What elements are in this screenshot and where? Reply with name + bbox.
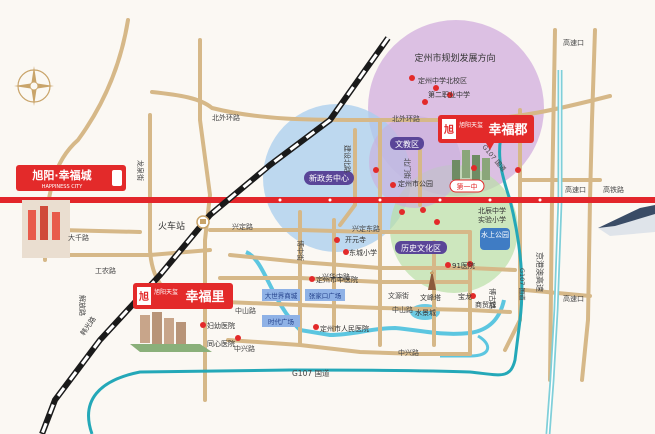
rail-dots xyxy=(278,198,542,202)
svg-text:第一中: 第一中 xyxy=(457,182,478,191)
compass-icon xyxy=(14,66,54,106)
project-xingfujun-brand: 旭阳天玺 xyxy=(459,121,483,129)
school-91-label: 91医院 xyxy=(452,261,475,270)
svg-text:时代广场: 时代广场 xyxy=(268,317,295,326)
shidai-box: 时代广场 xyxy=(262,315,300,327)
people-hospital-label: 定州市人民医院 xyxy=(320,324,369,333)
education-zone-label: 文教区 xyxy=(390,137,424,150)
wenyuan-label: 文源街 xyxy=(388,291,409,300)
gaosukou-2-label: 高速口 xyxy=(563,38,584,47)
mall-label: 商贸城 xyxy=(475,300,496,309)
project-xingfuli-marker[interactable]: 旭 旭阳天玺 幸福里 xyxy=(133,283,233,309)
gaotielu-label: 高铁路 xyxy=(603,185,624,194)
road-network xyxy=(43,18,612,402)
svg-text:水上公园: 水上公园 xyxy=(481,230,509,239)
baolong-label: 宝龙 xyxy=(458,292,472,301)
xingfucheng-buildings xyxy=(22,200,70,258)
gaosukou-1-label: 高速口 xyxy=(565,185,586,194)
water-land-label: 水景城 xyxy=(415,308,436,317)
jiankang-label: 建设北路 xyxy=(343,145,352,173)
railway-line-dash xyxy=(40,37,390,434)
tongxin-hospital-label: 同心医院 xyxy=(207,339,235,348)
xinghua-label: 兴华中路 xyxy=(322,272,350,281)
dashijie-box: 大世界商城 xyxy=(262,289,300,301)
jiefang-label: 解放路 xyxy=(78,295,87,316)
project-xingfuli-name: 幸福里 xyxy=(185,289,224,305)
zhongshan-e-label: 中山路 xyxy=(392,305,413,314)
zhangjiakou-box: 张家口广场 xyxy=(305,289,345,301)
gongnong-label: 工农路 xyxy=(95,266,116,275)
svg-text:大世界商城: 大世界商城 xyxy=(265,291,298,300)
pagoda-icon xyxy=(428,270,436,290)
zhongshan-hospital-label: 定州市中医院 xyxy=(316,275,358,284)
first-middle-school-label: 第一中 xyxy=(449,179,485,193)
admin-center-label: 新政务中心 xyxy=(304,171,354,185)
svg-text:旭: 旭 xyxy=(138,290,149,303)
expressway-center xyxy=(547,70,561,434)
water-park-label: 水上公园 xyxy=(480,228,510,250)
longjie-label: 龙泉街 xyxy=(136,160,145,181)
project-xingfucheng-name: 旭阳·幸福城 xyxy=(31,168,91,182)
xingfuli-buildings xyxy=(130,312,212,352)
railway-station-icon xyxy=(196,215,210,229)
beikou-label: 北门街 xyxy=(403,158,412,179)
river-branch xyxy=(440,334,489,358)
bogong-label: 博古路 xyxy=(488,288,497,309)
project-xingfujun-marker[interactable]: 旭 旭阳天玺 幸福郡 xyxy=(438,115,534,150)
zhongxing-e-label: 中兴路 xyxy=(398,348,419,357)
zhongshan-w-label: 中山路 xyxy=(235,306,256,315)
zhongxing-w-label: 中兴路 xyxy=(234,344,255,353)
taihang-label: 大千路 xyxy=(68,233,89,242)
project-xingfucheng-marker[interactable]: 旭阳·幸福城 HAPPINESS CITY xyxy=(16,165,126,191)
project-xingfucheng-subtitle: HAPPINESS CITY xyxy=(42,184,84,190)
svg-text:旭: 旭 xyxy=(443,123,454,136)
svg-text:文教区: 文教区 xyxy=(395,139,419,149)
history-zone-label: 历史文化区 xyxy=(395,241,447,254)
svg-text:张家口广场: 张家口广场 xyxy=(309,291,342,300)
g107-bottom-label: G107 国道 xyxy=(292,368,330,378)
project-xingfujun-name: 幸福郡 xyxy=(488,122,527,138)
dongxiao-label: 东城小学 xyxy=(349,248,377,257)
dingzhou-middle-north-label: 定州中学北校区 xyxy=(418,76,467,85)
g107-right-label: G107 国道 xyxy=(518,268,527,301)
svg-text:新政务中心: 新政务中心 xyxy=(309,173,349,183)
maternal-hospital-label: 妇幼医院 xyxy=(207,321,235,330)
svg-text:历史文化区: 历史文化区 xyxy=(401,243,441,253)
north-ring-label: 北外环路 xyxy=(212,113,240,122)
railway-station-label: 火车站 xyxy=(158,220,185,232)
chanzhong-label: 博中街 xyxy=(296,240,305,261)
project-xingfuli-brand: 旭阳天玺 xyxy=(154,288,178,296)
gaosukou-3-label: 高速口 xyxy=(563,294,584,303)
wenfeng-pagoda-label: 文峰塔 xyxy=(420,293,441,302)
kaiyuan-label: 开元寺 xyxy=(345,236,366,244)
high-speed-train-icon xyxy=(598,205,655,236)
north-school-label: 北辰中学 xyxy=(478,206,506,215)
dingzhou-no2-label: 第二职业中学 xyxy=(428,90,470,99)
north-ring-right-label: 北外环路 xyxy=(392,114,420,123)
xingdong-label: 兴定东路 xyxy=(352,224,380,233)
planning-label: 定州市规划发展方向 xyxy=(414,52,495,64)
place-labels: 火车站 定州市人民医院 定州市中医院 妇幼医院 同心医院 91医院 文峰塔 水景… xyxy=(158,76,506,348)
ertong-school-label: 实验小学 xyxy=(478,215,506,224)
road-labels: 北外环路 北外环路 兴定路 兴定东路 兴华中路 中山路 中山路 中兴路 中兴路 … xyxy=(68,38,624,378)
gongyuan-label: 定州市公园 xyxy=(398,179,433,188)
expressway-label: 京港澳高速 xyxy=(535,252,545,292)
poi-pins xyxy=(200,75,521,341)
xingding-label: 兴定路 xyxy=(232,222,253,231)
